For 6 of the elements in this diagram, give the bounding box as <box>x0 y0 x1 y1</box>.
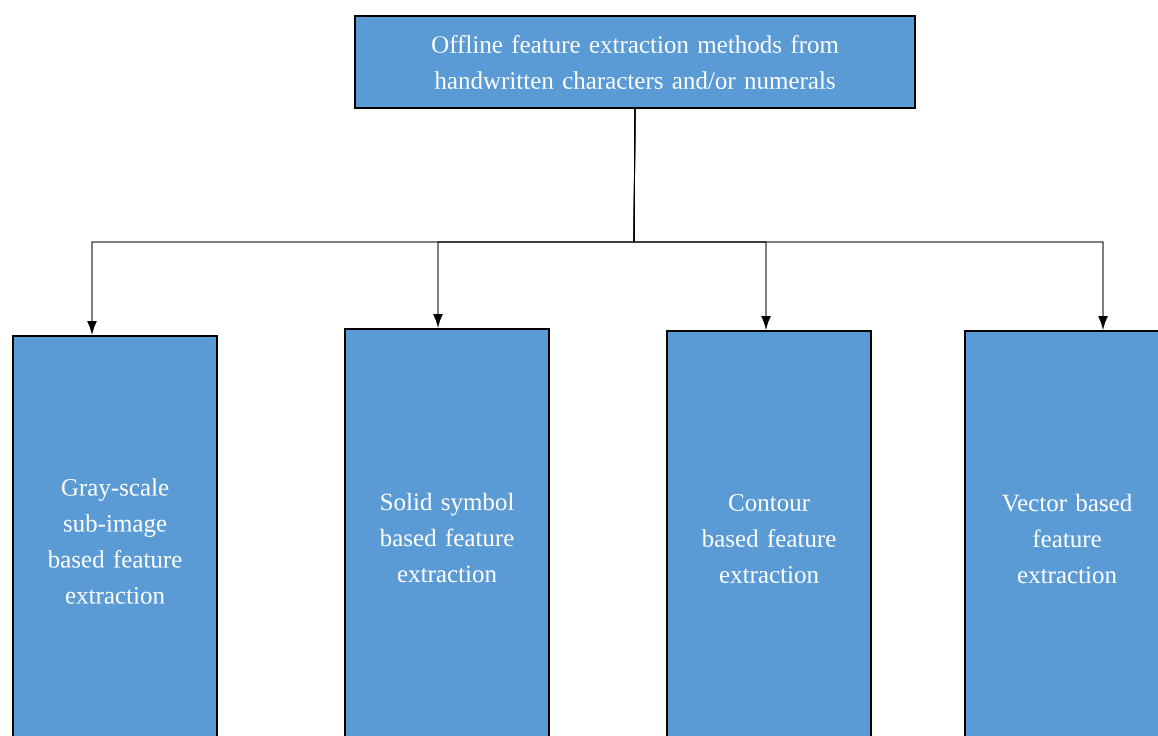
process-box: Offline feature extraction methods from handwritten characters and/or numerals <box>354 15 916 109</box>
process-box: Solid symbol based feature extraction <box>344 328 550 736</box>
arrow <box>633 108 1108 329</box>
process-box: Contour based feature extraction <box>666 330 872 736</box>
process-box: Gray-scale sub-image based feature extraction <box>12 335 218 736</box>
process-box: Vector based feature extraction <box>964 330 1158 736</box>
